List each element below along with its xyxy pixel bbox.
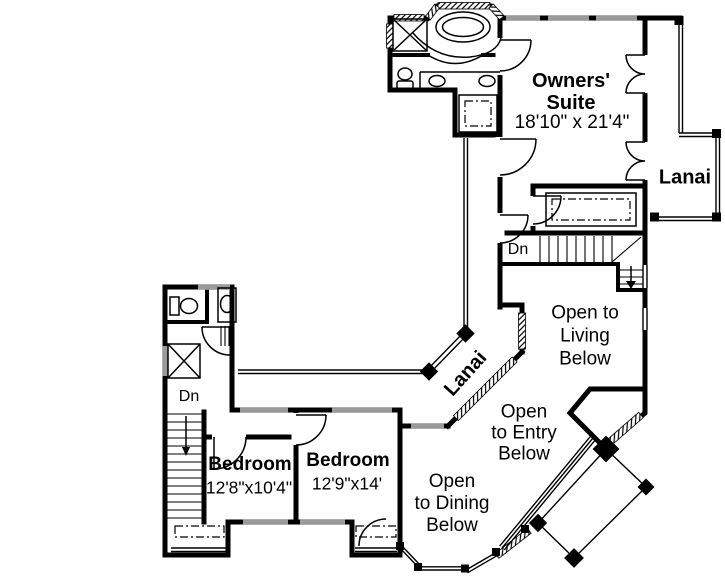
open-to-living-label: Open to Living Below: [551, 302, 619, 370]
dining-bay-windows: [396, 525, 529, 574]
shower-upper: [392, 18, 428, 52]
windows-gray: [162, 15, 637, 525]
owners-suite-dims: 18'10" x 21'4": [514, 112, 630, 133]
stairs-upper: [539, 236, 643, 289]
walk-in-closet-shelf: [545, 192, 637, 227]
toilet-lower: [169, 296, 180, 316]
vanity-lower: [217, 287, 237, 323]
vanity-upper: [419, 71, 500, 90]
entry-stair-railing: [499, 435, 596, 551]
sink: [478, 74, 496, 88]
bath-fixtures: [167, 11, 637, 538]
open-to-entry-label: Open to Entry Below: [491, 401, 557, 465]
bedroom-left-label: Bedroom: [208, 454, 292, 475]
bedroom-left-dims: 12'8"x10'4": [205, 477, 293, 498]
window-seat: [174, 525, 225, 538]
stairs-lower-dn-label: Dn: [178, 388, 200, 405]
lanai-right-label: Lanai: [658, 166, 712, 189]
stairs-lower: [167, 413, 202, 519]
shower-lower: [167, 343, 201, 379]
toilet-upper: [397, 67, 413, 81]
bathtub: [435, 11, 491, 43]
open-to-dining-label: Open to Dining Below: [414, 471, 490, 536]
stairs-upper-dn-label: Dn: [507, 241, 529, 258]
balcony-railing: [238, 138, 475, 381]
doors: [201, 39, 646, 547]
window-seat: [355, 525, 397, 538]
lanai-right-enclosure: [650, 16, 721, 222]
bedroom-right-dims: 12'9"x14': [311, 473, 383, 494]
windows-hatched: [386, 2, 644, 559]
owners-suite-label: Owners' Suite: [531, 70, 611, 114]
bedroom-right-label: Bedroom: [306, 450, 390, 471]
linen-closet: [458, 94, 498, 133]
sink: [219, 294, 235, 314]
sink: [428, 74, 446, 88]
